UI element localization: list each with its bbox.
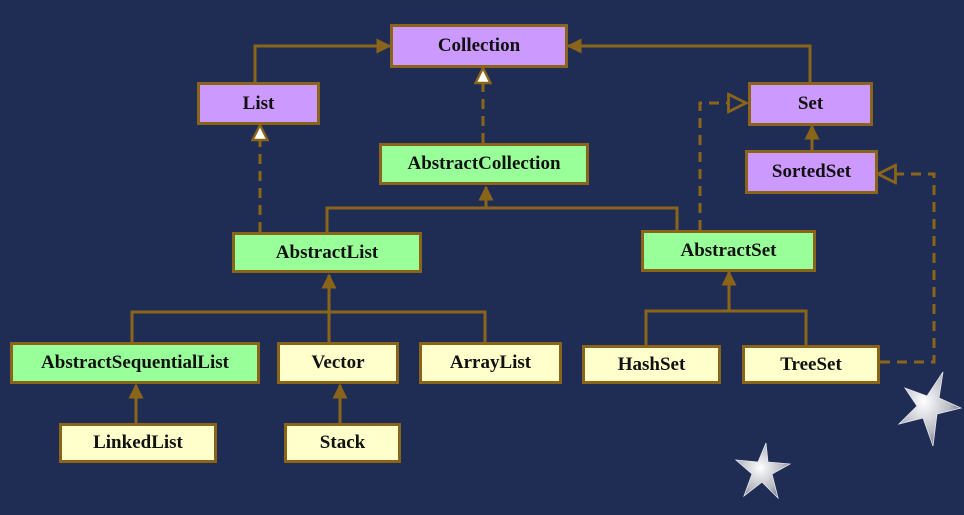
node-abstractcollection: AbstractCollection — [379, 143, 589, 185]
edge-bus-abstractset — [644, 309, 808, 345]
node-linkedlist: LinkedList — [59, 423, 217, 463]
node-arraylist: ArrayList — [419, 342, 562, 384]
node-list: List — [197, 82, 320, 125]
star-icon — [734, 442, 792, 500]
star-icon — [897, 371, 963, 447]
node-hashset: HashSet — [582, 345, 721, 384]
node-abstractsequentiallist: AbstractSequentialList — [10, 342, 260, 384]
node-stack: Stack — [284, 423, 401, 463]
edge-list-collection — [253, 38, 392, 82]
node-treeset: TreeSet — [742, 345, 880, 384]
edge-bus-abstractcollection — [325, 206, 679, 232]
node-abstractlist: AbstractList — [232, 232, 422, 273]
edge-set-collection — [566, 38, 812, 82]
edge-bus-abstractlist — [130, 310, 487, 342]
edge-treeset-sortedset — [878, 174, 936, 364]
node-collection: Collection — [390, 24, 568, 68]
node-abstractset: AbstractSet — [641, 230, 816, 272]
node-sortedset: SortedSet — [745, 150, 878, 194]
edge-abstractset-set — [698, 103, 746, 230]
node-vector: Vector — [277, 342, 399, 384]
node-set: Set — [748, 82, 873, 126]
